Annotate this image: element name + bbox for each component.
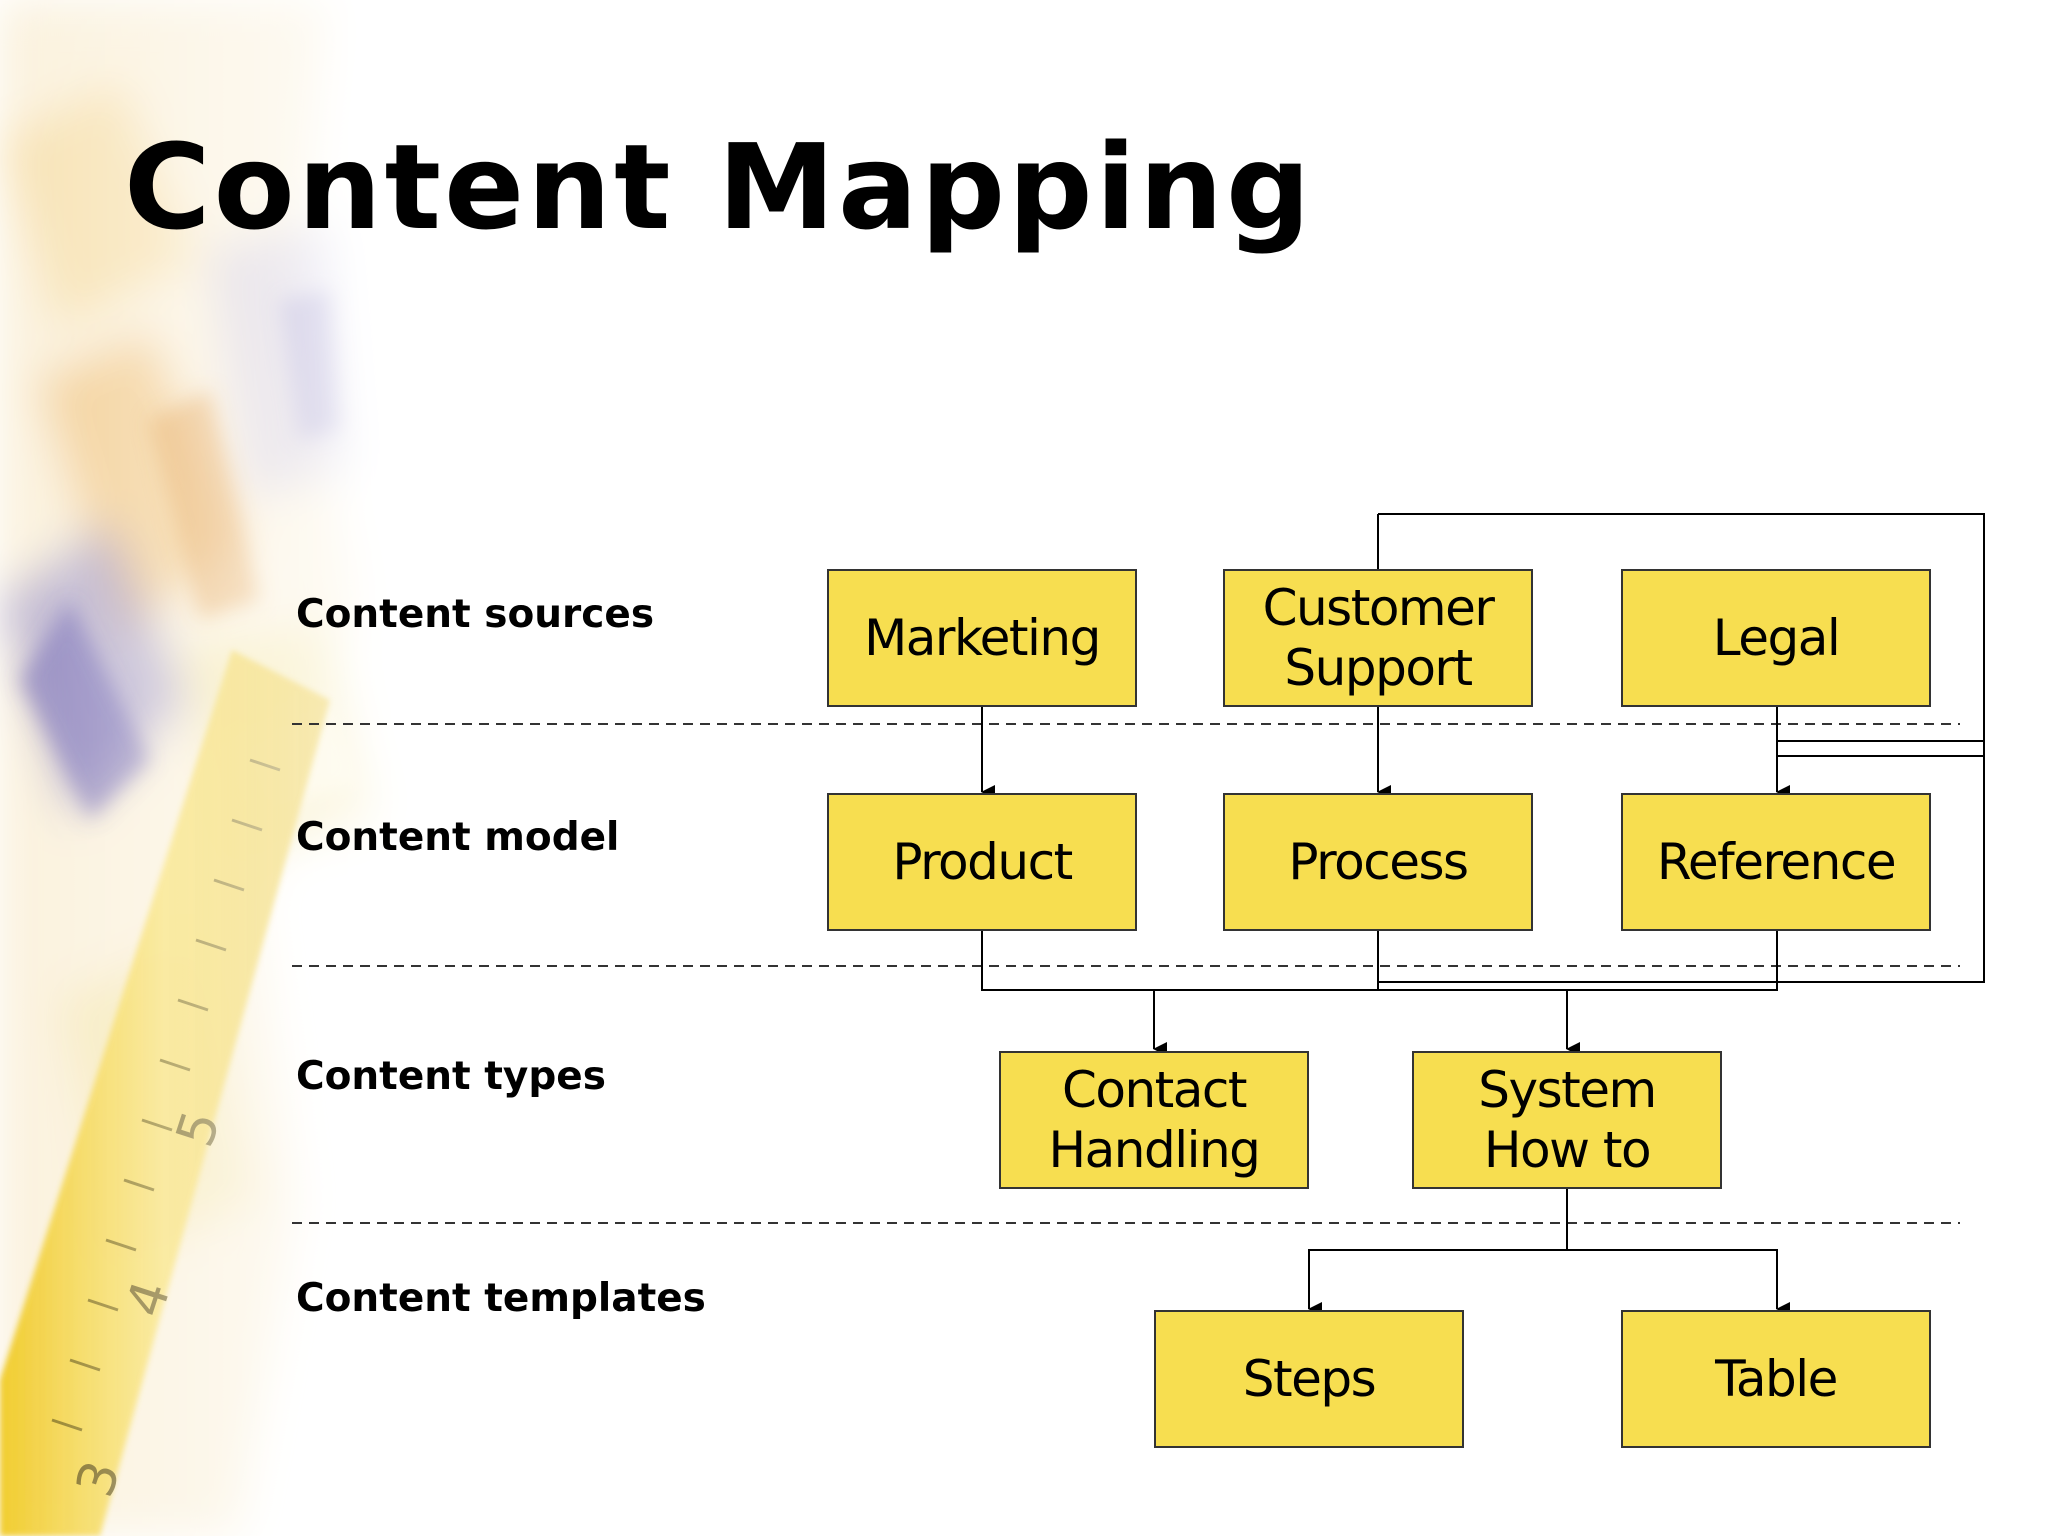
node-label-customer-support: Customer Support bbox=[1262, 579, 1495, 697]
node-product: Product bbox=[827, 793, 1137, 931]
row-label-content-templates: Content templates bbox=[296, 1276, 706, 1321]
node-marketing: Marketing bbox=[827, 569, 1137, 707]
node-contact-handling: Contact Handling bbox=[999, 1051, 1309, 1189]
node-label-product: Product bbox=[892, 833, 1073, 891]
node-table: Table bbox=[1621, 1310, 1931, 1448]
node-label-marketing: Marketing bbox=[864, 609, 1101, 667]
node-label-contact-handling: Contact Handling bbox=[1048, 1061, 1261, 1179]
node-reference: Reference bbox=[1621, 793, 1931, 931]
node-label-table: Table bbox=[1715, 1350, 1838, 1408]
connector-system-to-table bbox=[1567, 1249, 1790, 1316]
node-system-how-to: System How to bbox=[1412, 1051, 1722, 1189]
row-label-content-model: Content model bbox=[296, 815, 620, 860]
node-customer-support: Customer Support bbox=[1223, 569, 1533, 707]
node-label-reference: Reference bbox=[1656, 833, 1897, 891]
node-label-process: Process bbox=[1288, 833, 1469, 891]
node-process: Process bbox=[1223, 793, 1533, 931]
node-label-system-how-to: System How to bbox=[1478, 1061, 1657, 1179]
slide-title: Content Mapping bbox=[124, 118, 1314, 256]
connector-system-to-steps bbox=[1308, 1188, 1568, 1316]
node-label-steps: Steps bbox=[1242, 1350, 1377, 1408]
node-legal: Legal bbox=[1621, 569, 1931, 707]
node-label-legal: Legal bbox=[1712, 609, 1841, 667]
connector-product-down bbox=[981, 930, 1778, 991]
row-label-content-types: Content types bbox=[296, 1054, 606, 1099]
node-steps: Steps bbox=[1154, 1310, 1464, 1448]
row-label-content-sources: Content sources bbox=[296, 592, 655, 637]
